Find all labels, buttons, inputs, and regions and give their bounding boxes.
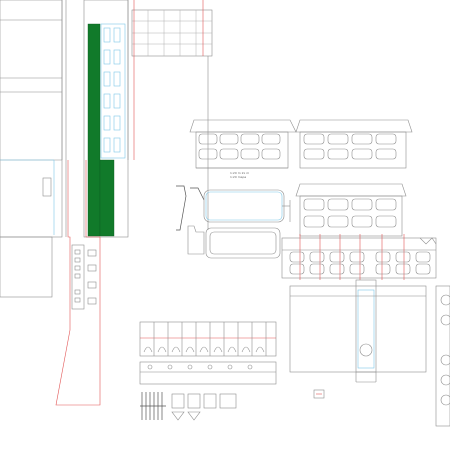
plan-module-a [189,119,297,169]
green-facade-strip [83,0,129,238]
drawing-annotation: 1:20 m 2x m 1:20 mapa [230,171,249,179]
section-outlines [176,185,291,259]
red-section-column [55,160,101,406]
top-grid-block [131,0,213,230]
site-plan [289,279,427,383]
annotation-line-1: 1:20 m 2x m [230,171,249,175]
annotation-line-2: 1:20 mapa [230,175,246,179]
plan-module-b [295,119,413,169]
right-circle-column [435,285,450,427]
elevation-strip [281,234,437,280]
bottom-detail-grid [139,321,277,421]
small-symbol [313,389,325,399]
left-building-elevation [0,0,67,298]
plan-module-c [295,183,407,237]
